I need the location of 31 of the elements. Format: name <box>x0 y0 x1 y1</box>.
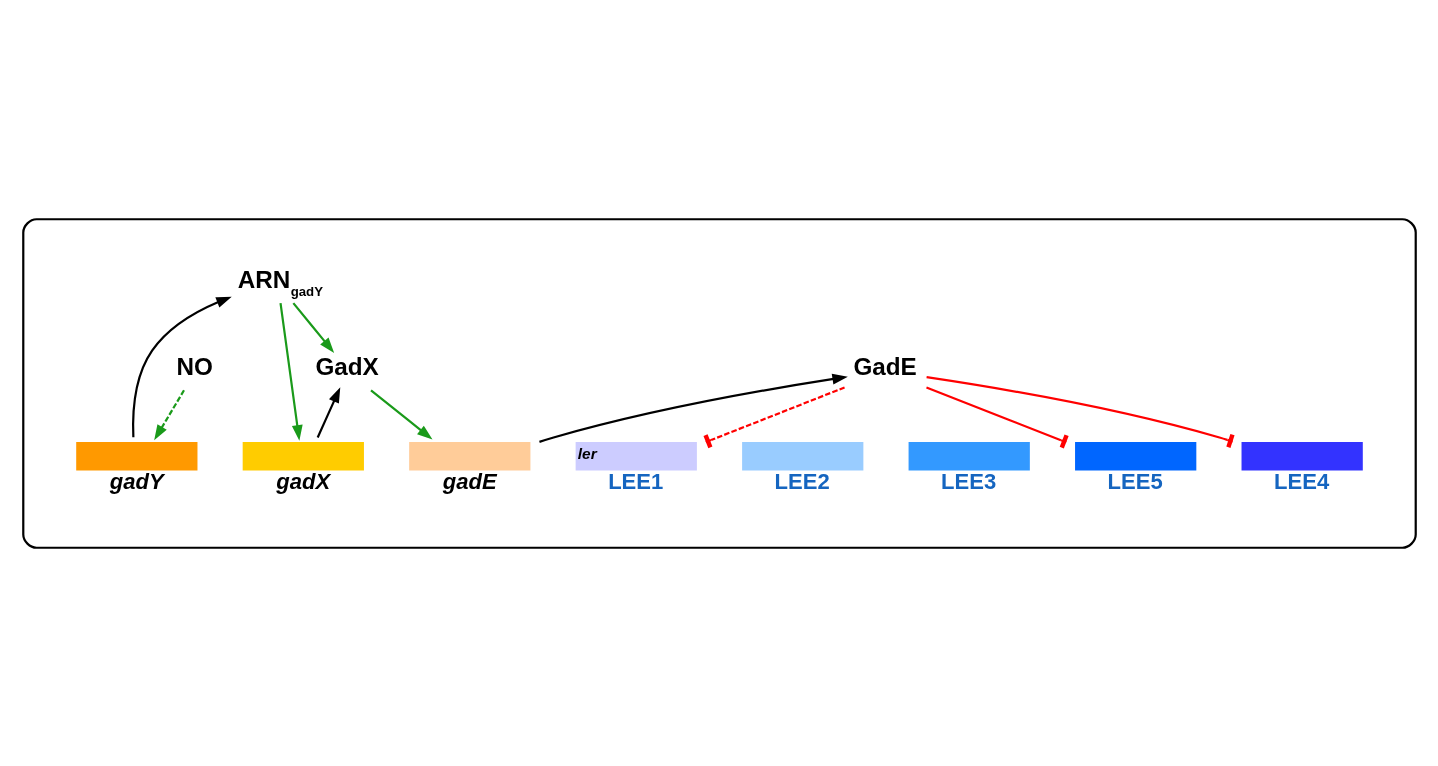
node-text: ARN$_{gadY}$ <box>237 265 323 299</box>
node-label: LEE3 <box>940 468 996 494</box>
node-label: LEE4 <box>1273 468 1329 494</box>
node-box <box>908 441 1030 471</box>
connector <box>925 385 1069 448</box>
node-box <box>1241 441 1363 471</box>
node-text: NO <box>176 352 213 380</box>
node-box: ler <box>575 441 697 471</box>
arrow <box>153 389 185 440</box>
node-label: LEE5 <box>1107 468 1163 494</box>
node-text: GadE <box>852 352 917 380</box>
arrow <box>316 386 340 438</box>
arrow <box>369 388 432 440</box>
arrow <box>131 296 232 437</box>
arrow <box>278 302 303 441</box>
node-label: LEE1 <box>607 468 663 494</box>
node-box <box>75 441 197 471</box>
node-box <box>1074 441 1196 471</box>
node-label: gadE <box>442 468 497 494</box>
connector <box>925 375 1235 448</box>
cluster <box>21 217 1417 549</box>
node-label: gadX <box>275 468 330 494</box>
node-box <box>741 441 863 471</box>
connector <box>703 385 845 448</box>
node-label: LEE2 <box>774 468 830 494</box>
node-text: GadX <box>314 352 379 380</box>
arrow <box>538 373 848 443</box>
arrow <box>292 301 334 353</box>
node-label: gadY <box>109 468 164 494</box>
node-box <box>242 441 364 471</box>
node-box <box>408 441 530 471</box>
